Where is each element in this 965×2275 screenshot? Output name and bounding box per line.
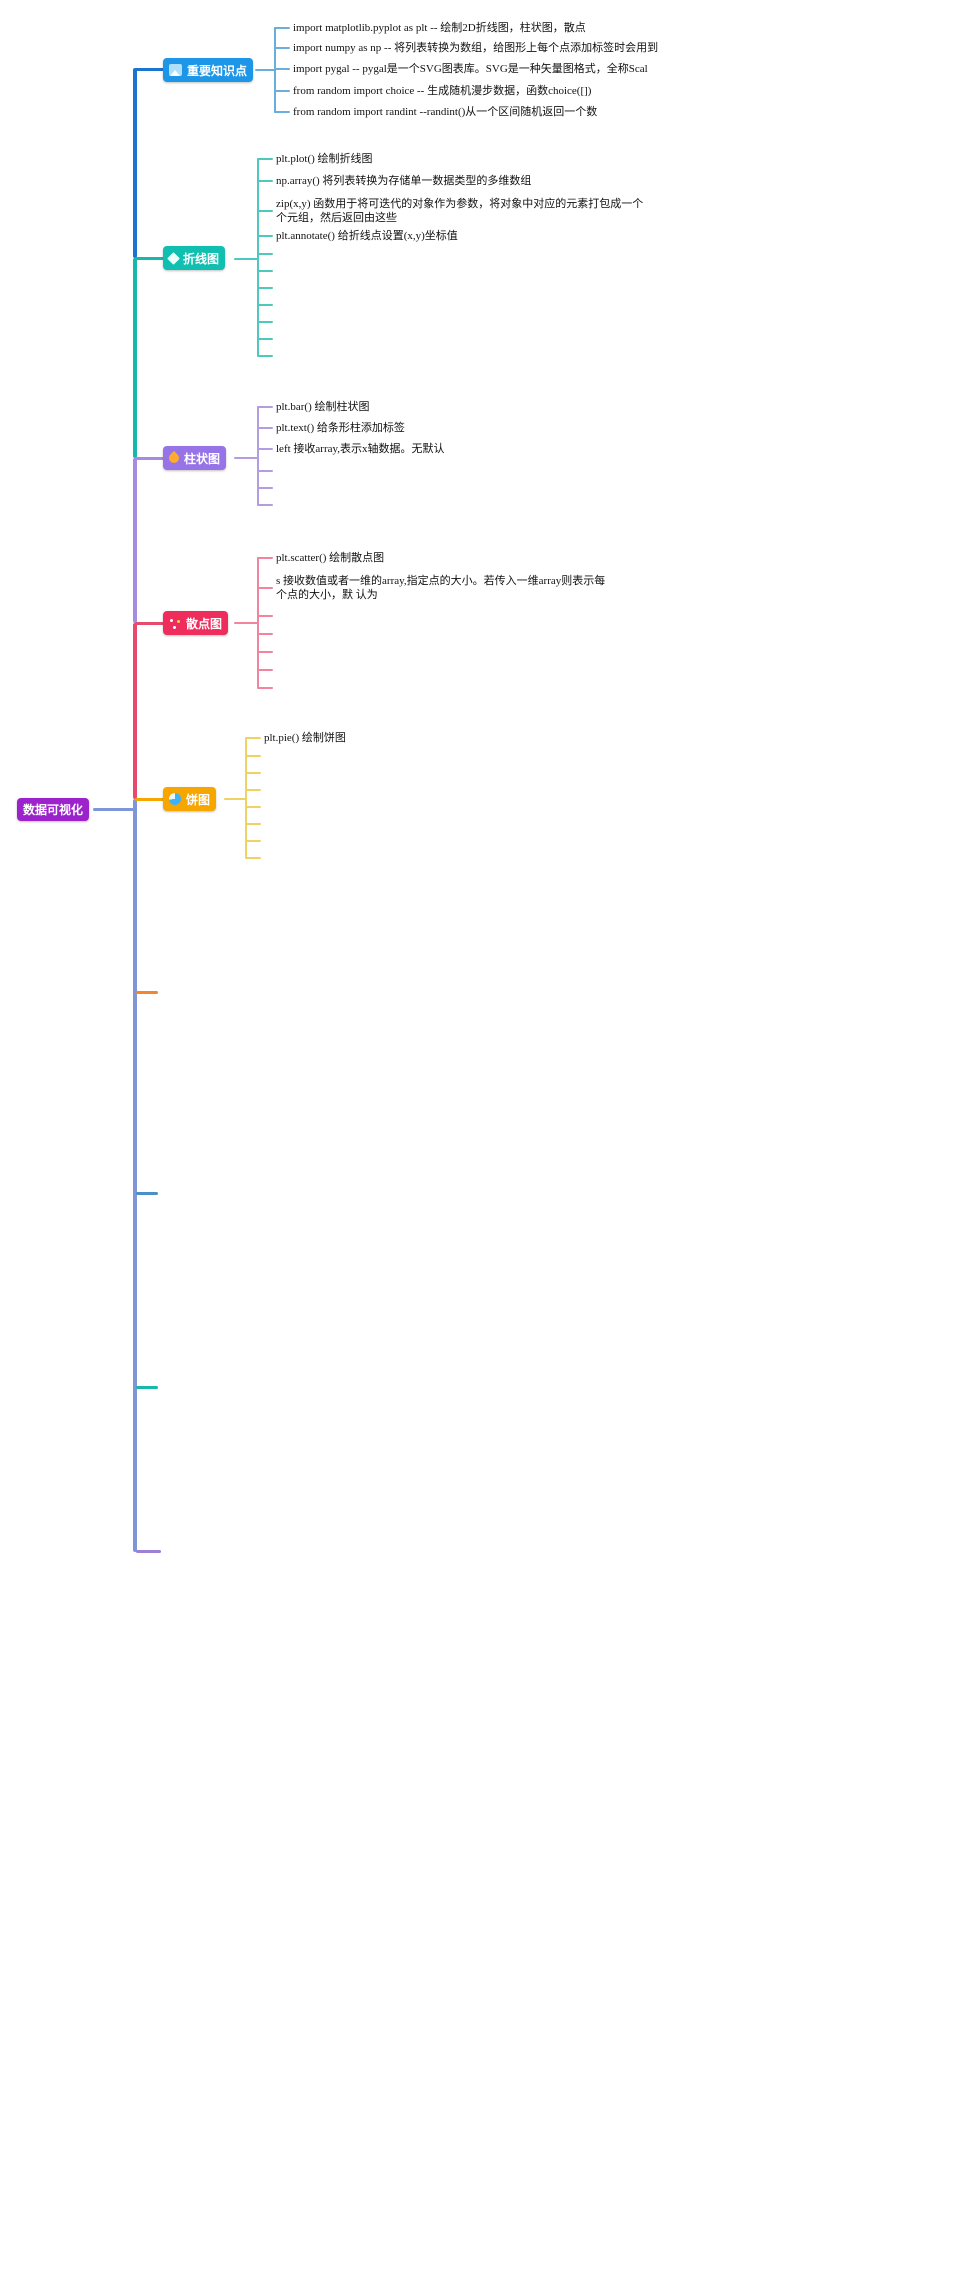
root-node[interactable]: 数据可视化	[17, 798, 90, 821]
child-tick	[274, 90, 290, 92]
empty-topic-tick	[245, 806, 261, 808]
branch-node-bar-chart[interactable]: 柱状图	[163, 446, 227, 470]
child-tick	[257, 180, 273, 182]
child-tick	[274, 47, 290, 49]
child-tick	[274, 68, 290, 70]
empty-topic-tick	[257, 687, 273, 689]
empty-topic-tick	[257, 487, 273, 489]
child-topic[interactable]: plt.plot() 绘制折线图	[276, 153, 373, 165]
branch-connector	[135, 68, 165, 71]
empty-topic-tick	[257, 633, 273, 635]
child-tick	[257, 158, 273, 160]
child-tick	[274, 111, 290, 113]
branch-label: 重要知识点	[187, 63, 248, 78]
child-topic[interactable]: np.array() 将列表转换为存储单一数据类型的多维数组	[276, 175, 532, 187]
collapsed-branch-tick-blue	[136, 1192, 158, 1195]
branch-label: 散点图	[186, 616, 223, 631]
trunk-segment-purple	[133, 458, 137, 623]
child-tick	[274, 27, 290, 29]
collapsed-branch-tick-purple	[136, 1550, 161, 1553]
trunk-segment-blue	[133, 68, 137, 258]
child-topic[interactable]: left 接收array,表示x轴数据。无默认	[276, 443, 445, 455]
child-tick	[257, 557, 273, 559]
branch-label: 折线图	[183, 251, 220, 266]
empty-topic-tick	[257, 615, 273, 617]
empty-topic-tick	[245, 789, 261, 791]
branch-node-line-chart[interactable]: 折线图	[163, 246, 226, 270]
child-topic[interactable]: plt.pie() 绘制饼图	[264, 732, 346, 744]
children-bracket	[257, 557, 259, 688]
branch-connector	[135, 457, 165, 460]
empty-topic-tick	[257, 355, 273, 357]
child-topic[interactable]: plt.text() 给条形柱添加标签	[276, 422, 405, 434]
child-topic[interactable]: import numpy as np -- 将列表转换为数组，给图形上每个点添加…	[293, 42, 659, 54]
children-bracket	[257, 158, 259, 356]
empty-topic-tick	[257, 270, 273, 272]
empty-topic-tick	[257, 338, 273, 340]
node-bracket-connector	[255, 69, 275, 71]
empty-topic-tick	[245, 840, 261, 842]
empty-topic-tick	[245, 857, 261, 859]
branch-label: 柱状图	[184, 451, 221, 466]
child-topic[interactable]: from random import choice -- 生成随机漫步数据，函数…	[293, 85, 592, 97]
root-label: 数据可视化	[23, 803, 84, 817]
branch-connector	[135, 798, 165, 801]
child-topic[interactable]: s 接收数值或者一维的array,指定点的大小。若传入一维array则表示每个点…	[276, 575, 606, 601]
gem-icon	[167, 251, 180, 265]
empty-topic-tick	[257, 253, 273, 255]
image-icon	[169, 64, 182, 76]
child-tick	[257, 235, 273, 237]
node-bracket-connector	[234, 457, 258, 459]
child-tick	[257, 587, 273, 589]
child-topic[interactable]: plt.scatter() 绘制散点图	[276, 552, 385, 564]
empty-topic-tick	[257, 470, 273, 472]
child-tick	[245, 737, 261, 739]
branch-node-pie-chart[interactable]: 饼图	[163, 787, 217, 811]
empty-topic-tick	[257, 669, 273, 671]
collapsed-branch-tick-teal	[136, 1386, 158, 1389]
empty-topic-tick	[257, 651, 273, 653]
trunk-segment-teal	[133, 258, 137, 458]
node-bracket-connector	[234, 258, 258, 260]
empty-topic-tick	[257, 504, 273, 506]
trunk-segment-periwinkle	[133, 799, 137, 1552]
branch-connector	[135, 257, 165, 260]
child-topic[interactable]: plt.annotate() 给折线点设置(x,y)坐标值	[276, 230, 458, 242]
branch-connector	[135, 622, 165, 625]
empty-topic-tick	[257, 304, 273, 306]
node-bracket-connector	[234, 622, 258, 624]
child-tick	[257, 406, 273, 408]
child-tick	[257, 448, 273, 450]
children-bracket	[274, 27, 276, 113]
collapsed-branch-tick-orange	[136, 991, 158, 994]
empty-topic-tick	[245, 772, 261, 774]
branch-node-scatter-chart[interactable]: 散点图	[163, 611, 229, 635]
node-bracket-connector	[224, 798, 246, 800]
child-topic[interactable]: zip(x,y) 函数用于将可迭代的对象作为参数，将对象中对应的元素打包成一个个…	[276, 198, 644, 224]
scatter-dots-icon	[169, 617, 181, 629]
branch-label: 饼图	[186, 792, 211, 807]
empty-topic-tick	[257, 287, 273, 289]
child-tick	[257, 427, 273, 429]
child-topic[interactable]: plt.bar() 绘制柱状图	[276, 401, 370, 413]
empty-topic-tick	[245, 755, 261, 757]
flame-icon	[166, 450, 182, 466]
child-tick	[257, 210, 273, 212]
child-topic[interactable]: from random import randint --randint()从一…	[293, 106, 598, 118]
child-topic[interactable]: import matplotlib.pyplot as plt -- 绘制2D折…	[293, 22, 586, 34]
empty-topic-tick	[245, 823, 261, 825]
branch-node-key-points[interactable]: 重要知识点	[163, 58, 254, 82]
children-bracket	[257, 406, 259, 506]
pie-chart-icon	[169, 793, 181, 805]
children-bracket	[245, 737, 247, 858]
root-connector-line	[93, 808, 135, 811]
empty-topic-tick	[257, 321, 273, 323]
child-topic[interactable]: import pygal -- pygal是一个SVG图表库。SVG是一种矢量图…	[293, 63, 648, 75]
trunk-segment-red	[133, 623, 137, 799]
